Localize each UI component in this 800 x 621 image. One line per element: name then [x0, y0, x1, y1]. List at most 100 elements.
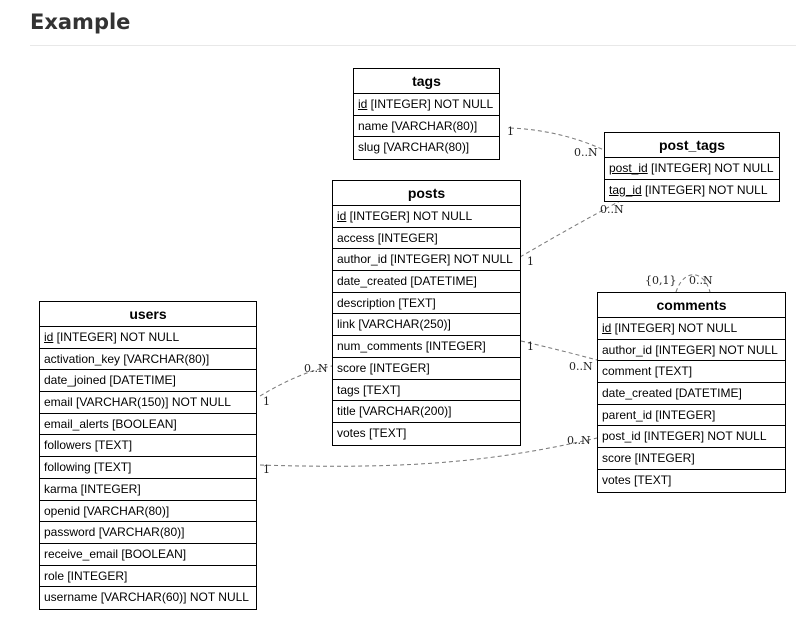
field-row: id [INTEGER] NOT NULL [598, 318, 785, 340]
field-name: following [44, 460, 91, 475]
field-type: [TEXT] [90, 460, 132, 475]
field-type: [DATETIME] [106, 373, 176, 388]
field-name: access [337, 230, 375, 245]
field-row: id [INTEGER] NOT NULL [354, 94, 499, 116]
field-type: [TEXT] [651, 364, 693, 379]
cardinality-label: 1 [527, 255, 534, 268]
field-name: description [337, 295, 396, 310]
field-type: [INTEGER] NOT NULL [640, 429, 767, 444]
field-name: followers [44, 438, 92, 453]
field-row: votes [TEXT] [598, 470, 785, 492]
field-type: [TEXT] [91, 438, 133, 453]
field-row: votes [TEXT] [333, 423, 520, 445]
field-type: [TEXT] [630, 472, 672, 487]
field-row: post_id [INTEGER] NOT NULL [598, 426, 785, 449]
cardinality-label: 1 [263, 395, 270, 408]
field-row: id [INTEGER] NOT NULL [40, 327, 256, 349]
title-divider [30, 45, 796, 46]
field-type: [INTEGER] NOT NULL [641, 182, 768, 197]
field-name: openid [44, 503, 81, 518]
field-row: comment [TEXT] [598, 361, 785, 384]
field-type: [VARCHAR(80)] [95, 525, 185, 540]
field-row: name [VARCHAR(80)] [354, 116, 499, 138]
field-row: post_id [INTEGER] NOT NULL [605, 158, 779, 180]
cardinality-label: 0..N [569, 360, 593, 373]
field-type: [DATETIME] [672, 386, 742, 401]
field-row: following [TEXT] [40, 457, 256, 479]
cardinality-label: 1 [507, 125, 514, 138]
field-name: link [337, 317, 356, 332]
field-type: [VARCHAR(80)] [80, 503, 170, 518]
field-name: tags [337, 382, 360, 397]
field-row: date_created [DATETIME] [333, 271, 520, 293]
cardinality-label: 0..N [304, 362, 328, 375]
field-row: email_alerts [BOOLEAN] [40, 414, 256, 436]
field-row: date_joined [DATETIME] [40, 370, 256, 393]
field-row: num_comments [INTEGER] [333, 336, 520, 358]
link-posts-comments [520, 340, 598, 361]
field-name: email_alerts [44, 416, 109, 431]
cardinality-label: {0,1} [645, 274, 677, 287]
field-type: [DATETIME] [407, 274, 477, 289]
field-row: date_created [DATETIME] [598, 383, 785, 405]
field-row: title [VARCHAR(200)] [333, 401, 520, 423]
field-type: [TEXT] [359, 382, 401, 397]
field-name: comment [602, 364, 652, 379]
field-type: [INTEGER] [631, 451, 695, 466]
link-users-comments [259, 437, 598, 467]
cardinality-label: 1 [263, 463, 270, 476]
field-row: username [VARCHAR(60)] NOT NULL [40, 587, 256, 609]
field-type: [INTEGER] NOT NULL [346, 209, 473, 223]
cardinality-label: 1 [527, 340, 534, 353]
field-type: [INTEGER] [64, 568, 128, 583]
cardinality-label: 0..N [600, 203, 624, 216]
field-type: [INTEGER] NOT NULL [611, 321, 738, 335]
field-name: activation_key [44, 351, 121, 366]
field-type: [BOOLEAN] [118, 546, 187, 561]
field-type: [TEXT] [365, 425, 407, 440]
link-tags-post-tags [509, 127, 605, 151]
field-name: votes [602, 472, 631, 487]
entity-header: users [40, 302, 256, 327]
field-row: password [VARCHAR(80)] [40, 522, 256, 544]
link-comments-self [675, 274, 711, 293]
field-row: slug [VARCHAR(80)] [354, 137, 499, 159]
field-row: role [INTEGER] [40, 566, 256, 588]
field-name: username [44, 590, 98, 605]
field-name: receive_email [44, 546, 119, 561]
cardinality-label: 0..N [574, 146, 598, 159]
field-type: [INTEGER] NOT NULL [53, 330, 180, 344]
field-type: [VARCHAR(250)] [355, 317, 451, 332]
entity-posts: posts id [INTEGER] NOT NULL access [INTE… [332, 180, 521, 446]
field-type: [VARCHAR(200)] [355, 404, 452, 419]
entity-header: tags [354, 69, 499, 94]
field-type: [VARCHAR(80)] [380, 140, 470, 155]
field-name: password [44, 525, 96, 540]
entity-tags: tags id [INTEGER] NOT NULL name [VARCHAR… [353, 68, 500, 161]
field-row: receive_email [BOOLEAN] [40, 544, 256, 566]
field-row: access [INTEGER] [333, 228, 520, 250]
field-type: [VARCHAR(80)] [388, 118, 478, 133]
field-name: votes [337, 425, 366, 440]
field-type: [INTEGER] NOT NULL [647, 161, 774, 175]
entity-post-tags: post_tags post_id [INTEGER] NOT NULL tag… [604, 132, 780, 203]
field-type: [INTEGER] NOT NULL [367, 97, 494, 111]
field-name: post_id [602, 429, 641, 444]
field-type: [INTEGER] NOT NULL [387, 252, 513, 267]
field-name: karma [44, 481, 78, 496]
field-row: score [INTEGER] [333, 358, 520, 380]
field-type: [INTEGER] [422, 339, 486, 354]
field-row: author_id [INTEGER] NOT NULL [598, 340, 785, 362]
entity-comments: comments id [INTEGER] NOT NULL author_id… [597, 292, 786, 493]
field-name: id [358, 97, 368, 111]
field-row: description [TEXT] [333, 293, 520, 315]
field-row: activation_key [VARCHAR(80)] [40, 349, 256, 371]
field-name: email [44, 395, 73, 410]
field-name: date_created [337, 274, 408, 289]
field-row: parent_id [INTEGER] [598, 405, 785, 427]
field-type: [VARCHAR(150)] NOT NULL [72, 395, 231, 410]
field-type: [VARCHAR(80)] [120, 351, 210, 366]
field-row: followers [TEXT] [40, 435, 256, 458]
field-name: id [44, 330, 54, 344]
